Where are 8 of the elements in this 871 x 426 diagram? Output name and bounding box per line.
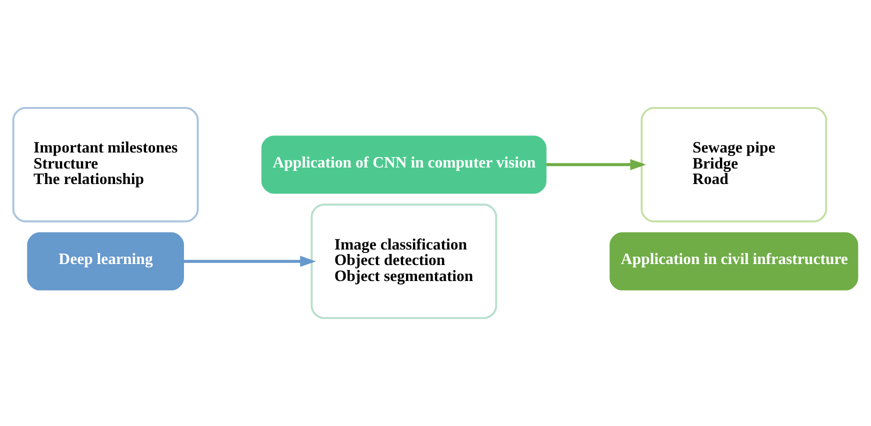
arrow bbox=[184, 256, 316, 267]
node-box: Application of CNN in computer vision bbox=[261, 136, 546, 194]
arrow bbox=[546, 159, 646, 170]
node-box: Image classification Object detection Object segmentation bbox=[310, 204, 498, 320]
node-box: Important milestones Structure The relationship bbox=[12, 106, 199, 222]
node-box: Application in civil infrastructure bbox=[610, 232, 858, 290]
node-box: Deep learning bbox=[27, 232, 184, 290]
node-box: Sewage pipe Bridge Road bbox=[640, 106, 828, 222]
